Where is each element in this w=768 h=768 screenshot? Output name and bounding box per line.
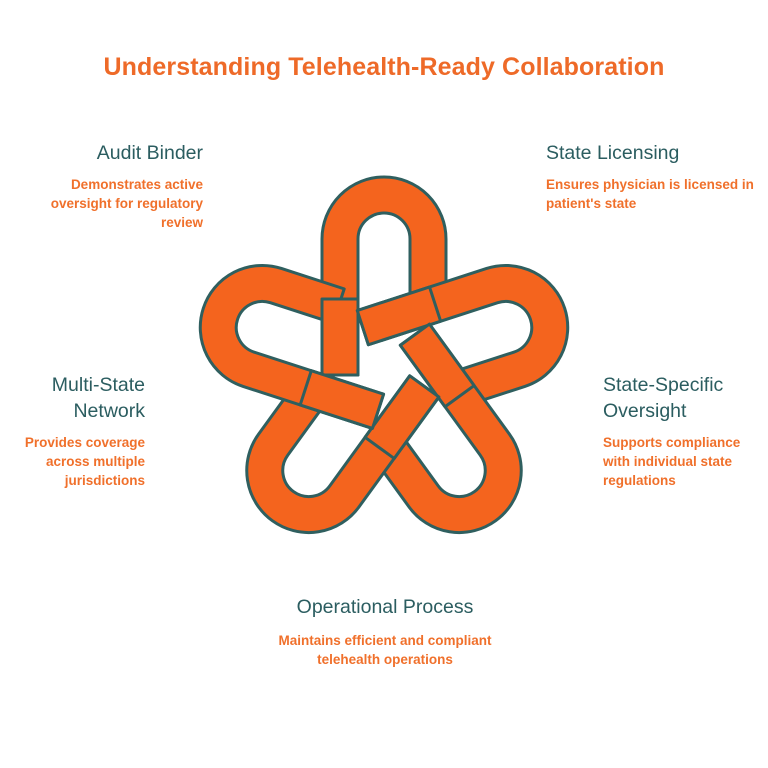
node-multi-state-network: Multi-State Network Provides coverage ac… bbox=[2, 372, 145, 490]
node-state-licensing: State Licensing Ensures physician is lic… bbox=[546, 140, 760, 213]
interlocking-knot-graphic bbox=[156, 152, 612, 588]
node-operational-process-title: Operational Process bbox=[296, 596, 474, 618]
node-audit-binder-title: Audit Binder bbox=[96, 142, 203, 164]
node-state-licensing-description: Ensures physician is licensed in patient… bbox=[546, 177, 754, 211]
knot-svg bbox=[182, 175, 586, 559]
node-state-specific-oversight: State-Specific Oversight Supports compli… bbox=[603, 372, 763, 490]
node-state-specific-oversight-description: Supports compliance with individual stat… bbox=[603, 435, 741, 488]
node-multi-state-network-description: Provides coverage across multiple jurisd… bbox=[24, 435, 145, 488]
node-state-licensing-title: State Licensing bbox=[546, 142, 680, 164]
node-operational-process: Operational Process Maintains efficient … bbox=[265, 594, 505, 669]
node-operational-process-description: Maintains efficient and compliant telehe… bbox=[278, 633, 492, 667]
node-state-specific-oversight-title: State-Specific Oversight bbox=[603, 374, 724, 422]
knot-crossing-overlay bbox=[298, 285, 476, 460]
node-audit-binder: Audit Binder Demonstrates active oversig… bbox=[8, 140, 203, 232]
node-audit-binder-description: Demonstrates active oversight for regula… bbox=[50, 177, 203, 230]
page-title: Understanding Telehealth-Ready Collabora… bbox=[103, 53, 665, 81]
node-multi-state-network-title: Multi-State Network bbox=[51, 374, 145, 422]
